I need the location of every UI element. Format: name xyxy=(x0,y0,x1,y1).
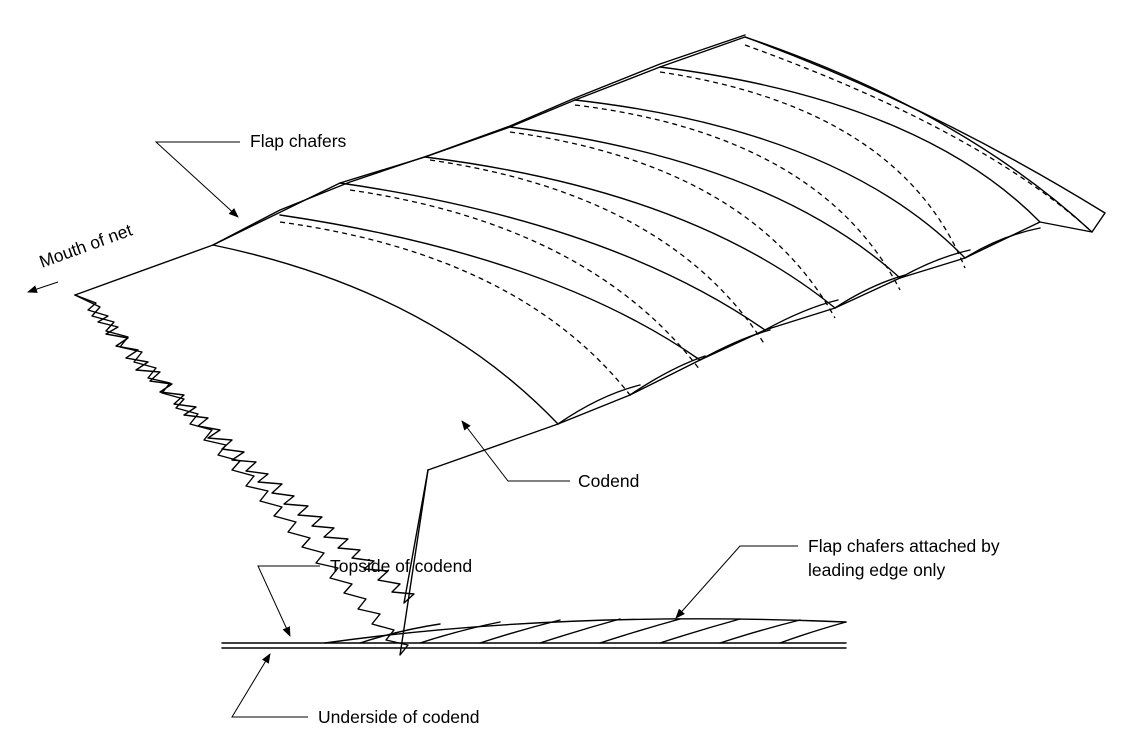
codend-jagged-lower-edge xyxy=(74,294,429,604)
chafer-edge-1 xyxy=(212,244,559,425)
label-underside: Underside of codend xyxy=(318,707,480,727)
chafer-edge-8 xyxy=(744,36,1093,233)
chafer-edge-6 xyxy=(574,99,966,259)
chafer-edge-4 xyxy=(424,156,836,309)
chafer-edge-3 xyxy=(339,182,766,331)
leader-topside xyxy=(257,565,320,637)
label-mouth-of-net: Mouth of net xyxy=(37,220,135,272)
label-codend: Codend xyxy=(578,471,639,491)
chafer-hidden-edge-3 xyxy=(429,159,766,346)
chafer-ridge xyxy=(212,34,746,246)
codend-cross-section xyxy=(221,618,847,649)
chafer-side-flaps xyxy=(557,227,1041,425)
chafer-hidden-edge-6 xyxy=(659,71,966,269)
leader-underside xyxy=(231,653,308,718)
leader-flap-chafers xyxy=(154,141,240,218)
chafer-hidden-edge-1 xyxy=(279,221,631,396)
chafer-hidden-edge-7 xyxy=(744,44,1093,233)
flap-edges xyxy=(359,618,847,644)
chafer-edge-5 xyxy=(509,126,901,279)
label-topside: Topside of codend xyxy=(330,556,472,576)
codend-3d-view xyxy=(74,34,1106,656)
arrow-mouth-of-net xyxy=(27,281,59,293)
label-attached-line2: leading edge only xyxy=(808,560,945,580)
chafer-hidden-edge-2 xyxy=(349,189,701,371)
label-attached-line1: Flap chafers attached by xyxy=(808,536,1000,556)
chafer-hidden-edge-5 xyxy=(574,104,901,291)
codend-body-outline xyxy=(74,36,1106,471)
codend-torn-edge xyxy=(74,294,429,656)
chafer-edge-7 xyxy=(659,66,1041,223)
chafer-edge-2 xyxy=(279,214,701,361)
leader-attached xyxy=(675,545,798,619)
leader-codend xyxy=(461,420,570,482)
label-flap-chafers: Flap chafers xyxy=(250,131,347,151)
